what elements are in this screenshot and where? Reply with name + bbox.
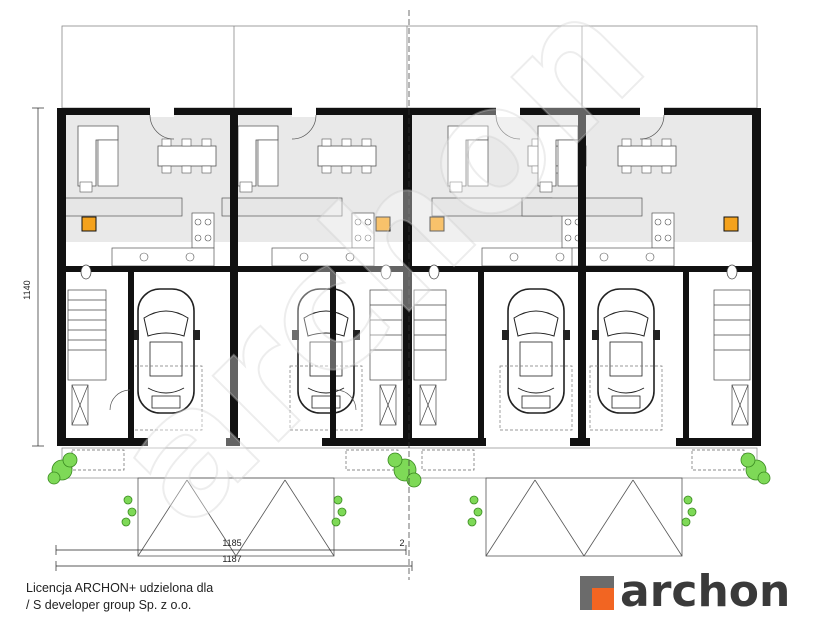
- inner-width-suffix-label: 2: [399, 538, 404, 548]
- height-dimension-label: 1140: [22, 280, 32, 299]
- archon-logo-icon: [580, 576, 614, 610]
- inner-width-dimension-label: 1185: [222, 538, 241, 548]
- brand-name: archon: [620, 566, 791, 617]
- total-width-dimension-label: 1187: [222, 554, 241, 564]
- license-line-2: / S developer group Sp. z o.o.: [26, 598, 192, 612]
- license-line-1: Licencja ARCHON+ udzielona dla: [26, 581, 214, 595]
